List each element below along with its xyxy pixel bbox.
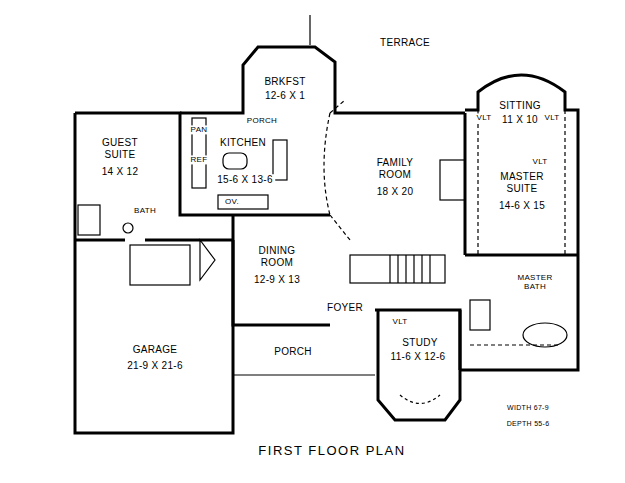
room-label: 12-6 X 1 (263, 90, 307, 102)
dining-wall (233, 215, 330, 325)
room-label: MASTER BATH (511, 273, 560, 291)
sink-counter (273, 140, 287, 180)
room-label: BATH (132, 206, 158, 215)
room-label: MASTER SUITE (490, 171, 554, 194)
porch-edge (233, 374, 375, 375)
vanity (470, 344, 560, 345)
breakfast-bay (180, 47, 465, 113)
vault-line (478, 110, 565, 255)
guest-bottom-wall (75, 239, 233, 242)
plan-title: FIRST FLOOR PLAN (256, 443, 407, 458)
room-label: FOYER (325, 302, 365, 314)
room-label: OV. (223, 197, 241, 206)
study-bay (400, 395, 440, 404)
room-label: GUEST SUITE (93, 137, 147, 160)
room-label: STUDY (400, 337, 439, 349)
room-label: KITCHEN (218, 137, 268, 149)
fireplace (440, 160, 465, 200)
study-wall (375, 310, 460, 420)
room-label: 11-6 X 12-6 (389, 351, 448, 363)
room-label: VLT (543, 113, 562, 122)
room-label: 18 X 20 (375, 186, 416, 198)
room-label: PAN (189, 125, 210, 134)
kitchen-wall (75, 113, 330, 215)
room-label: 12-9 X 13 (252, 274, 302, 286)
room-label: 14-6 X 15 (497, 200, 547, 212)
room-label: 21-9 X 21-6 (125, 360, 185, 372)
room-label: VLT (391, 317, 410, 326)
room-label: GARAGE (131, 344, 180, 356)
room-label: SITTING (497, 100, 543, 112)
fixtures (78, 15, 567, 404)
room-label: TERRACE (378, 37, 432, 49)
master-wall (460, 75, 578, 370)
room-label: 15-6 X 13-6 (215, 174, 275, 186)
oven-counter (218, 195, 268, 209)
room-label: 11 X 10 (500, 114, 540, 126)
bathtub (78, 205, 100, 235)
stair-treads (390, 255, 430, 283)
room-label: PORCH (272, 346, 314, 358)
shower (470, 300, 490, 330)
room-label: VLT (531, 157, 550, 166)
terrace-line (309, 15, 310, 45)
room-label: 14 X 12 (100, 166, 141, 178)
room-label: REF (189, 155, 210, 164)
room-label: DEPTH 55-6 (505, 420, 552, 428)
tub (523, 323, 567, 347)
door-swing (200, 240, 215, 280)
family-arch (324, 113, 330, 215)
room-label: VLT (475, 113, 494, 122)
toilet (123, 223, 133, 233)
bath-wall (465, 254, 578, 257)
room-label: WIDTH 67-9 (505, 404, 551, 412)
stairs (350, 255, 445, 283)
opening (330, 100, 350, 240)
closet (130, 245, 190, 285)
room-label: PORCH (245, 116, 279, 125)
room-label: BRKFST (262, 76, 307, 88)
bath-wall (459, 310, 462, 370)
room-label: FAMILY ROOM (363, 157, 427, 180)
garage-wall (75, 113, 233, 433)
kitchen-island (223, 153, 247, 169)
room-label: DINING ROOM (250, 245, 304, 268)
walls (75, 47, 578, 433)
